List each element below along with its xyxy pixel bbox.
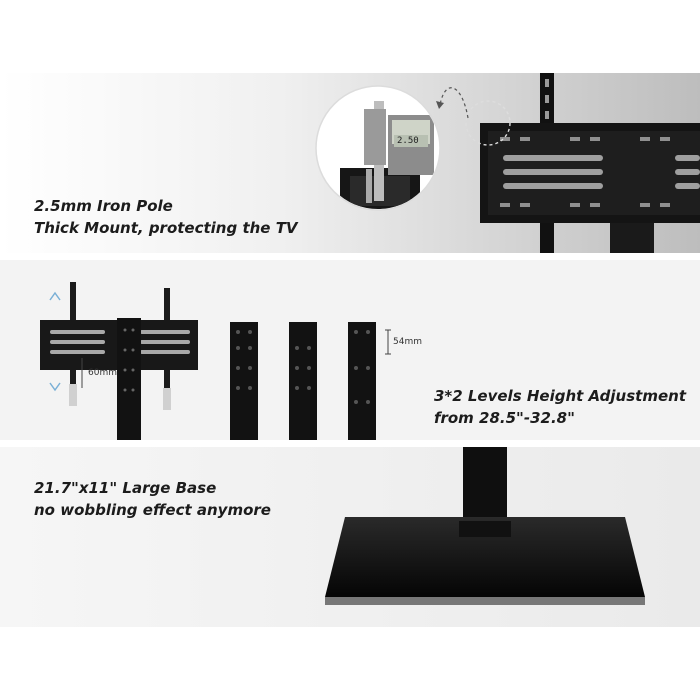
pole-caption-line1: 2.5mm Iron Pole xyxy=(34,197,173,215)
dim-54mm: 54mm xyxy=(393,337,422,347)
pole-mount-illustration xyxy=(315,73,700,253)
dim-60mm: 60mm xyxy=(88,368,117,378)
base-caption: 21.7"x11" Large Base no wobbling effect … xyxy=(34,477,271,521)
height-caption-line1: 3*2 Levels Height Adjustment xyxy=(433,387,686,405)
height-caption-line2: from 28.5"-32.8" xyxy=(433,409,575,427)
caliper-reading: 2.50 xyxy=(397,136,419,146)
base-caption-line1: 21.7"x11" Large Base xyxy=(34,479,217,497)
pole-caption-line2: Thick Mount, protecting the TV xyxy=(34,219,298,237)
pole-panel: 2.50 2.5mm Iron Pole Thick Mount, protec… xyxy=(0,73,700,253)
glass-base-illustration xyxy=(325,447,645,605)
pole-caption: 2.5mm Iron Pole Thick Mount, protecting … xyxy=(34,195,298,239)
base-caption-line2: no wobbling effect anymore xyxy=(34,501,271,519)
height-adjust-illustration xyxy=(40,282,391,440)
height-caption: 3*2 Levels Height Adjustment from 28.5"-… xyxy=(434,385,686,429)
base-panel: 21.7"x11" Large Base no wobbling effect … xyxy=(0,447,700,627)
height-panel: 60mm 54mm 3*2 Levels Height Adjustment f… xyxy=(0,260,700,440)
